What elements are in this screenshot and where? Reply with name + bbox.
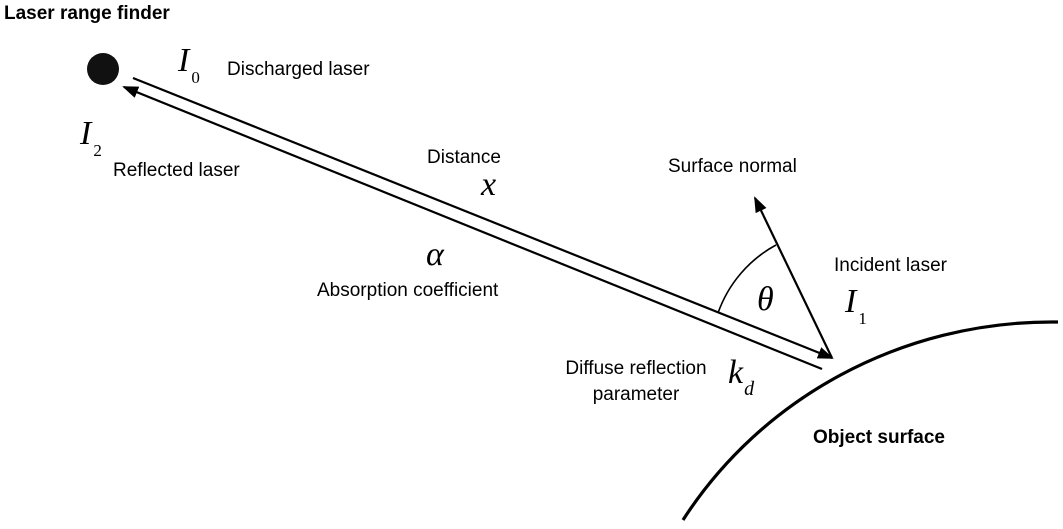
symbol-kd: kd bbox=[728, 354, 755, 400]
range-finder-dot bbox=[87, 53, 119, 85]
symbol-i1-base: I bbox=[845, 283, 857, 320]
symbol-i0-base: I bbox=[178, 42, 190, 79]
object-surface-curve bbox=[681, 320, 1059, 521]
range-finder-label: Laser range finder bbox=[4, 3, 170, 24]
object-surface-label: Object surface bbox=[813, 427, 945, 448]
surface-normal-label: Surface normal bbox=[668, 156, 797, 177]
distance-label: Distance bbox=[427, 147, 501, 168]
symbol-theta: θ bbox=[757, 281, 774, 318]
diffuse-reflection-label-line2: parameter bbox=[592, 384, 680, 405]
diffuse-reflection-label-line1: Diffuse reflection bbox=[565, 358, 707, 379]
symbol-kd-sub: d bbox=[744, 378, 755, 400]
theta-angle-arc bbox=[717, 244, 777, 314]
symbol-i2-base: I bbox=[80, 115, 92, 152]
symbol-i2-sub: 2 bbox=[93, 141, 102, 160]
symbol-i0-sub: 0 bbox=[191, 68, 200, 87]
discharged-laser-beam bbox=[132, 76, 834, 360]
reflected-laser-beam bbox=[122, 85, 823, 371]
symbol-x: x bbox=[481, 166, 497, 203]
discharged-laser-label: Discharged laser bbox=[227, 59, 370, 80]
symbol-i1-sub: 1 bbox=[858, 309, 867, 328]
absorption-coefficient-label: Absorption coefficient bbox=[317, 280, 499, 301]
reflected-laser-label: Reflected laser bbox=[113, 160, 240, 181]
symbol-kd-base: k bbox=[728, 354, 744, 391]
surface-normal-arrow bbox=[754, 196, 833, 359]
symbol-alpha: α bbox=[426, 236, 444, 273]
incident-laser-label: Incident laser bbox=[834, 255, 948, 276]
